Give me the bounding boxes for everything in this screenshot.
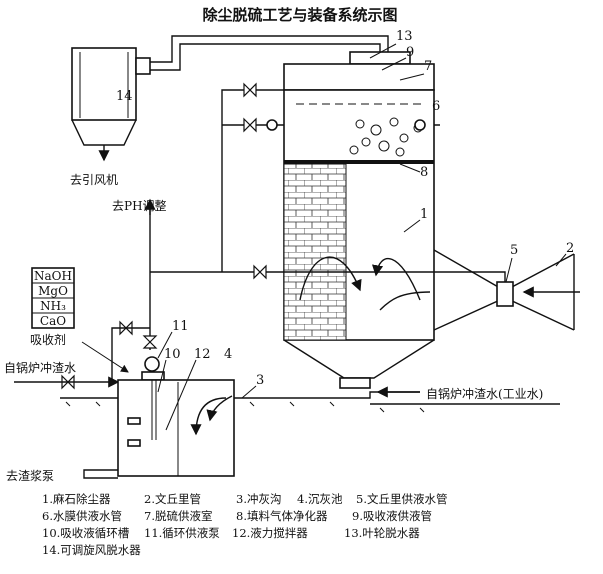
legend-item: 10.吸收液循环槽: [42, 526, 130, 540]
callout-12: 12: [194, 347, 211, 362]
callout-numbers: 13 9 7 6 8 1 5 2 14 11 10 12 4 3: [116, 29, 574, 431]
label-boiler-water-right: 自锅炉冲渣水(工业水): [426, 386, 543, 401]
legend-item: 7.脱硫供液室: [144, 509, 212, 523]
pipe-joint: [266, 119, 278, 131]
legend-item: 3.冲灰沟: [236, 492, 281, 506]
callout-13: 13: [396, 29, 413, 44]
legend-item: 11.循环供液泵: [144, 526, 220, 540]
callout-10: 10: [164, 347, 181, 362]
chemical-item: NH₃: [40, 299, 66, 313]
callout-8: 8: [420, 165, 428, 180]
chemical-item: MgO: [38, 284, 68, 298]
label-boiler-water-left: 自锅炉冲渣水: [4, 360, 76, 375]
label-absorbent: 吸收剂: [30, 332, 66, 347]
cyclone-dewaterer: [71, 47, 151, 162]
legend-item: 9.吸收液供液管: [352, 509, 432, 523]
diagram-title: 除尘脱硫工艺与装备系统示图: [202, 6, 397, 24]
settling-tank: [117, 379, 235, 477]
legend-item: 8.填料气体净化器: [236, 509, 328, 523]
callout-7: 7: [424, 59, 432, 74]
callout-11: 11: [172, 319, 189, 334]
venturi-tube: [379, 249, 580, 331]
circulation-pump: [144, 356, 160, 372]
legend-item: 2.文丘里管: [144, 492, 201, 506]
valve-icon[interactable]: [61, 82, 267, 390]
label-to-ph: 去PH调整: [112, 198, 167, 213]
legend: 1.麻石除尘器 2.文丘里管 3.冲灰沟 4.沉灰池 5.文丘里供液水管 6.水…: [42, 492, 447, 557]
legend-item: 1.麻石除尘器: [42, 492, 111, 506]
chemicals-table: NaOH MgO NH₃ CaO: [31, 267, 75, 329]
pipe-joint: [414, 119, 426, 131]
callout-6: 6: [432, 99, 440, 114]
label-to-fan: 去引风机: [70, 173, 118, 187]
label-to-slurry-pump: 去渣浆泵: [6, 468, 54, 483]
callout-5: 5: [510, 243, 518, 258]
slurry-outlet: [83, 469, 118, 479]
callout-9: 9: [406, 45, 414, 60]
callout-4: 4: [224, 347, 232, 362]
legend-item: 5.文丘里供液水管: [356, 492, 447, 506]
legend-item: 13.叶轮脱水器: [344, 526, 420, 540]
gas-duct: [150, 35, 389, 71]
chemical-item: CaO: [40, 314, 66, 328]
legend-item: 4.沉灰池: [297, 492, 343, 506]
tower: [283, 51, 435, 389]
callout-14: 14: [116, 89, 133, 104]
legend-item: 6.水膜供液水管: [42, 509, 122, 523]
legend-item: 14.可调旋风脱水器: [42, 543, 141, 557]
callout-1: 1: [420, 207, 428, 222]
legend-item: 12.液力搅拌器: [232, 526, 308, 540]
chemical-item: NaOH: [34, 269, 72, 283]
callout-3: 3: [256, 373, 264, 388]
callout-2: 2: [566, 241, 574, 256]
